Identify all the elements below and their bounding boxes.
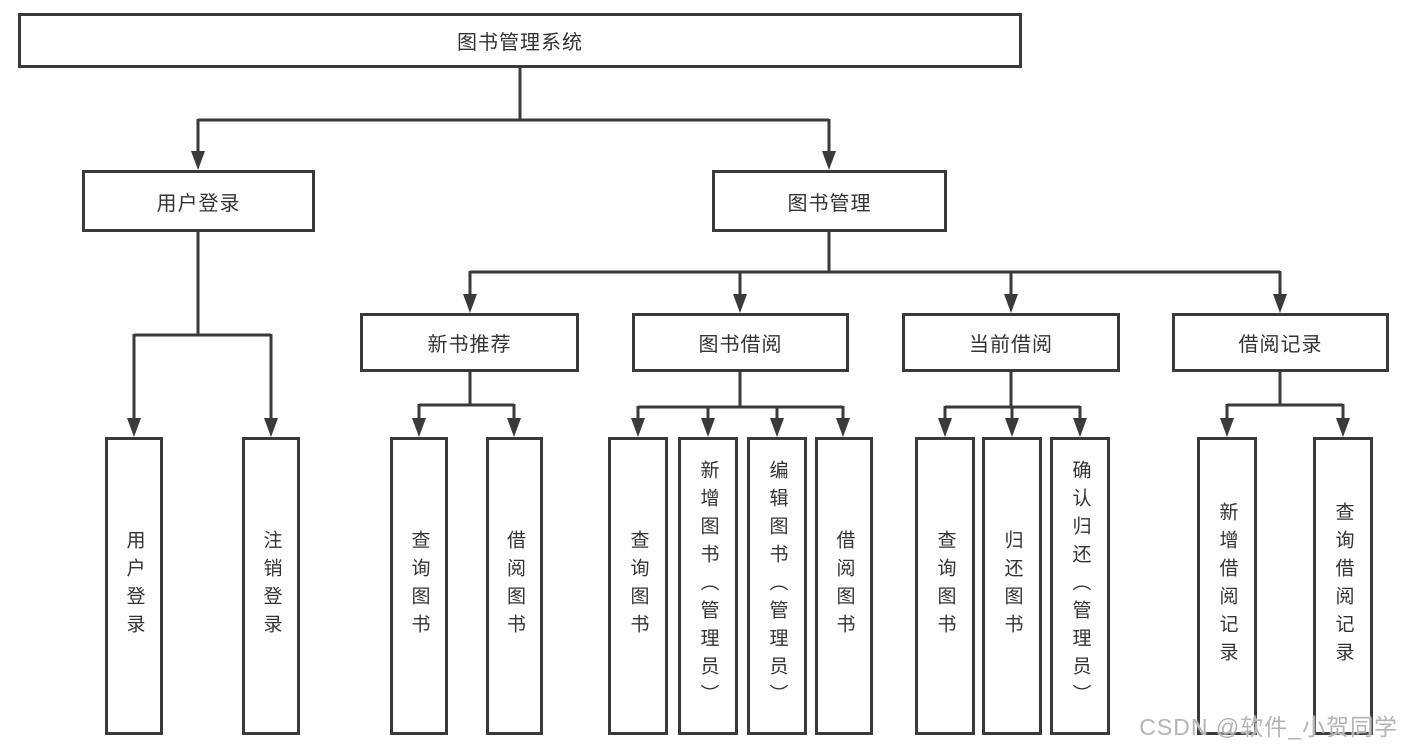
node-book-management: 图书管理 [712,170,947,232]
node-borrow-records-label: 借阅记录 [1238,334,1323,356]
edge-borrow-rail [636,370,845,420]
leaf-user-login-label: 用户登录 [123,530,145,642]
node-book-borrow-label: 图书借阅 [698,334,783,356]
leaf-query-borrow-record: 查询借阅记录 [1313,437,1373,735]
leaf-borrow-books-recommend-label: 借阅图书 [504,530,525,642]
tree-edges [132,66,1345,420]
node-user-login: 用户登录 [82,170,315,232]
edge-records-rail [1225,370,1345,420]
leaf-query-borrow-record-label: 查询借阅记录 [1332,502,1354,670]
leaf-add-books-admin: 新增图书（管理员） [678,437,738,735]
arrow-icon [1004,294,1018,313]
leaf-return-books: 归还图书 [982,437,1042,735]
arrow-icon [1073,418,1087,437]
leaf-add-borrow-record: 新增借阅记录 [1197,437,1257,735]
edge-newbook-rail [417,370,516,420]
leaf-edit-books-admin-label: 编辑图书（管理员） [766,460,788,712]
arrow-icon [733,294,747,313]
leaf-logout: 注销登录 [242,437,300,735]
arrow-icon [127,418,141,437]
arrow-icon [770,418,784,437]
leaf-borrow-books: 借阅图书 [815,437,873,735]
leaf-confirm-return-admin: 确认归还（管理员） [1050,437,1110,735]
leaf-add-borrow-record-label: 新增借阅记录 [1216,502,1238,670]
leaf-query-books-recommend-label: 查询图书 [408,530,430,642]
arrow-icon [631,418,645,437]
leaf-logout-label: 注销登录 [260,530,282,642]
node-current-borrow: 当前借阅 [902,313,1120,372]
edge-current-rail [943,370,1082,420]
arrow-icon [1220,418,1234,437]
node-root-label: 图书管理系统 [457,32,583,54]
leaf-query-books-current: 查询图书 [915,437,975,735]
arrow-icon [938,418,952,437]
node-current-borrow-label: 当前借阅 [969,334,1053,356]
leaf-query-books-recommend: 查询图书 [390,437,448,735]
node-book-borrow: 图书借阅 [632,313,849,372]
arrow-icon [507,418,521,437]
edge-userlogin-rail [132,230,273,420]
arrowheads [127,151,1350,437]
leaf-borrow-books-recommend: 借阅图书 [486,437,543,735]
arrow-icon [836,418,850,437]
node-new-book-recommend-label: 新书推荐 [427,334,512,356]
node-root: 图书管理系统 [18,13,1022,68]
leaf-edit-books-admin: 编辑图书（管理员） [747,437,807,735]
node-new-book-recommend: 新书推荐 [360,313,579,372]
arrow-icon [822,151,836,170]
arrow-icon [191,151,205,170]
leaf-return-books-label: 归还图书 [1001,530,1023,642]
leaf-add-books-admin-label: 新增图书（管理员） [697,460,719,712]
leaf-query-books-borrow-label: 查询图书 [627,530,649,642]
arrow-icon [701,418,715,437]
leaf-user-login: 用户登录 [105,437,163,735]
arrow-icon [463,294,477,313]
node-book-management-label: 图书管理 [787,192,872,215]
arrow-icon [1273,294,1287,313]
edge-bookmgmt-rail [468,230,1282,296]
arrow-icon [1336,418,1350,437]
leaf-query-books-current-label: 查询图书 [934,530,956,642]
arrow-icon [264,418,278,437]
node-user-login-label: 用户登录 [156,192,241,215]
edge-level2-rail [196,118,831,153]
leaf-borrow-books-label: 借阅图书 [833,530,855,642]
node-borrow-records: 借阅记录 [1172,313,1389,372]
arrow-icon [1005,418,1019,437]
leaf-confirm-return-admin-label: 确认归还（管理员） [1069,460,1091,712]
arrow-icon [412,418,426,437]
leaf-query-books-borrow: 查询图书 [608,437,668,735]
